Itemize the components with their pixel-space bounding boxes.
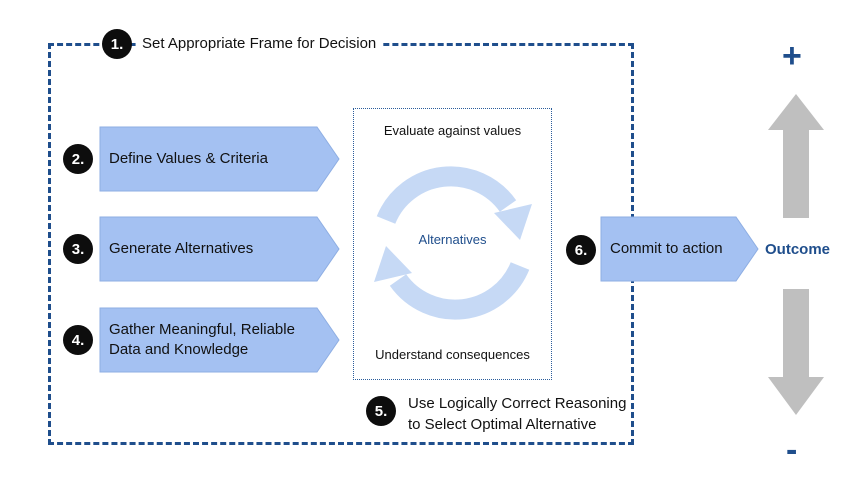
arrow-up-icon <box>768 94 824 218</box>
cycle-bottom-caption: Understand consequences <box>375 347 530 362</box>
cycle-arrowhead-top <box>494 204 532 240</box>
commit-arrow <box>600 216 759 282</box>
evaluation-cycle-box <box>353 108 552 380</box>
cycle-top-caption: Evaluate against values <box>383 123 522 138</box>
step-2-label: Define Values & Criteria <box>109 150 268 167</box>
frame-title: Set Appropriate Frame for Decision <box>138 34 383 54</box>
arrow-down-shape <box>768 289 824 415</box>
cycle-arc-top <box>376 166 517 225</box>
circular-arrows-icon <box>374 166 532 320</box>
commit-arrow-shape <box>600 216 759 282</box>
step-2-arrow-shape <box>99 126 340 192</box>
step-4-label: Gather Meaningful, Reliable Data and Kno… <box>109 321 295 358</box>
cycle-arrowhead-bottom <box>374 246 412 282</box>
outcome-label: Outcome <box>765 241 831 258</box>
step-3-badge: 3. <box>63 234 93 264</box>
step-5-badge: 5. <box>366 396 396 426</box>
step-1-badge: 1. <box>102 29 132 59</box>
cycle-center-label: Alternatives <box>418 232 487 247</box>
step-3-label: Generate Alternatives <box>109 240 254 257</box>
step-3-arrow <box>99 216 340 282</box>
cycle-arc-bottom <box>389 261 530 320</box>
step-5-label: Use Logically Correct Reasoning to Selec… <box>408 395 627 433</box>
step-4-arrow <box>99 307 340 373</box>
arrow-up-shape <box>768 94 824 218</box>
commit-label: Commit to action <box>610 240 723 257</box>
plus-sign: + <box>782 37 802 75</box>
step-6-badge: 6. <box>566 235 596 265</box>
minus-sign: - <box>786 431 798 469</box>
arrow-down-icon <box>768 289 824 415</box>
step-3-arrow-shape <box>99 216 340 282</box>
step-2-badge: 2. <box>63 144 93 174</box>
step-2-arrow <box>99 126 340 192</box>
step-4-badge: 4. <box>63 325 93 355</box>
step-4-arrow-shape <box>99 307 340 373</box>
